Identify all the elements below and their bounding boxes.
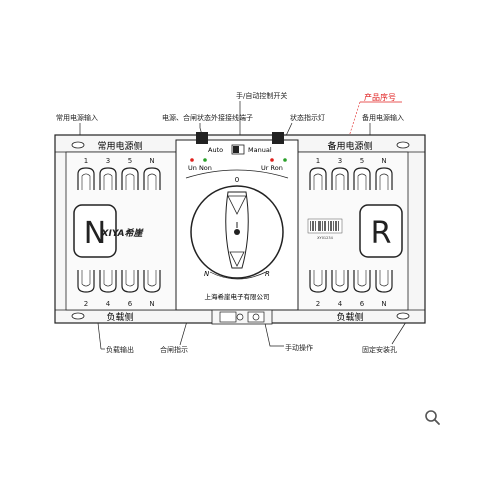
- callout-mount-hole: 固定安装孔: [362, 345, 397, 354]
- svg-text:1: 1: [316, 157, 320, 165]
- common-terminal-5[interactable]: 5: [121, 157, 139, 190]
- load-terminal-left-n[interactable]: N: [143, 270, 161, 308]
- backup-terminal-1[interactable]: 1: [309, 157, 327, 190]
- load-terminal-right-6[interactable]: 6: [353, 270, 371, 308]
- svg-text:N: N: [381, 157, 386, 165]
- svg-text:6: 6: [360, 300, 365, 308]
- manual-auto-toggle[interactable]: [231, 144, 245, 155]
- mount-hole-tr: [396, 141, 410, 149]
- load-output-terminals-left[interactable]: 2 4 6 N: [77, 270, 161, 308]
- mount-hole-tl: [71, 141, 85, 149]
- svg-text:3: 3: [106, 157, 110, 165]
- load-terminal-right-2[interactable]: 2: [309, 270, 327, 308]
- svg-text:N: N: [149, 300, 154, 308]
- load-side-left-label: 负载侧: [106, 311, 133, 323]
- callout-backup-input: 备用电源输入: [362, 113, 404, 122]
- callout-manual-auto-switch: 手/自动控制开关: [236, 91, 287, 100]
- svg-text:N: N: [149, 157, 154, 165]
- svg-text:4: 4: [106, 300, 111, 308]
- knob-r-label: R: [265, 270, 270, 278]
- backup-terminal-5[interactable]: 5: [353, 157, 371, 190]
- manual-operation-knob[interactable]: [225, 191, 249, 269]
- led-backup-red: [270, 158, 274, 162]
- load-terminal-right-n[interactable]: N: [375, 270, 393, 308]
- backup-terminal-n[interactable]: N: [375, 157, 393, 190]
- center-control-panel: Auto Manual Un Non Ur Ron 0 N R 上海希崖电子有限…: [175, 132, 299, 311]
- aux-terminal-left[interactable]: [196, 132, 208, 144]
- svg-text:1: 1: [84, 157, 88, 165]
- svg-text:3: 3: [338, 157, 342, 165]
- load-terminal-left-4[interactable]: 4: [99, 270, 117, 308]
- svg-text:4: 4: [338, 300, 343, 308]
- svg-text:N: N: [381, 300, 386, 308]
- backup-terminal-3[interactable]: 3: [331, 157, 349, 190]
- load-terminal-left-6[interactable]: 6: [121, 270, 139, 308]
- common-terminal-3[interactable]: 3: [99, 157, 117, 190]
- backup-input-terminals[interactable]: 1 3 5 N: [309, 157, 393, 190]
- svg-text:2: 2: [316, 300, 320, 308]
- led-backup-green: [283, 158, 287, 162]
- common-side-label: 常用电源侧: [97, 140, 142, 152]
- callout-product-serial: 产品序号: [364, 92, 396, 102]
- mount-hole-bl: [71, 312, 85, 320]
- aux-terminal-right[interactable]: [272, 132, 284, 144]
- callout-status-light: 状态指示灯: [290, 113, 325, 122]
- load-terminal-left-2[interactable]: 2: [77, 270, 95, 308]
- callout-common-input: 常用电源输入: [56, 113, 98, 122]
- mode-auto-label: Auto: [208, 146, 223, 154]
- common-terminal-n[interactable]: N: [143, 157, 161, 190]
- load-terminal-right-4[interactable]: 4: [331, 270, 349, 308]
- svg-text:2: 2: [84, 300, 88, 308]
- mode-manual-label: Manual: [248, 146, 272, 154]
- common-input-terminals[interactable]: 1 3 5 N: [77, 157, 161, 190]
- backup-power-symbol: R: [359, 204, 403, 258]
- callout-aux-terminal: 电源、合闸状态外接接线端子: [162, 113, 253, 122]
- bottom-lock-strip: [211, 309, 273, 325]
- callout-manual-operation: 手动操作: [285, 343, 313, 352]
- callout-load-output: 负载输出: [106, 345, 134, 354]
- svg-text:XY01234: XY01234: [317, 236, 333, 240]
- company-name: 上海希崖电子有限公司: [205, 292, 270, 301]
- led-common-red: [190, 158, 194, 162]
- led-right-label: Ur Ron: [261, 164, 283, 172]
- svg-text:N: N: [84, 216, 106, 251]
- common-terminal-1[interactable]: 1: [77, 157, 95, 190]
- svg-text:R: R: [371, 216, 392, 251]
- led-left-label: Un Non: [188, 164, 212, 172]
- ground-icon: [252, 313, 260, 321]
- load-side-right-label: 负载侧: [336, 311, 363, 323]
- knob-zero-label: 0: [235, 176, 239, 184]
- backup-side-label: 备用电源侧: [327, 140, 372, 152]
- center-screw-icon: [236, 313, 244, 321]
- magnifier-icon[interactable]: [425, 410, 440, 425]
- svg-text:5: 5: [128, 157, 132, 165]
- callout-close-indicator: 合闸指示: [160, 345, 188, 354]
- serial-barcode-label: XY01234: [307, 218, 343, 240]
- common-power-symbol: N: [73, 204, 117, 258]
- led-common-green: [203, 158, 207, 162]
- brand-logo: XIYA希崖: [101, 228, 145, 239]
- mount-hole-br: [396, 312, 410, 320]
- svg-text:6: 6: [128, 300, 133, 308]
- load-output-terminals-right[interactable]: 2 4 6 N: [309, 270, 393, 308]
- svg-text:5: 5: [360, 157, 364, 165]
- knob-n-label: N: [204, 270, 210, 278]
